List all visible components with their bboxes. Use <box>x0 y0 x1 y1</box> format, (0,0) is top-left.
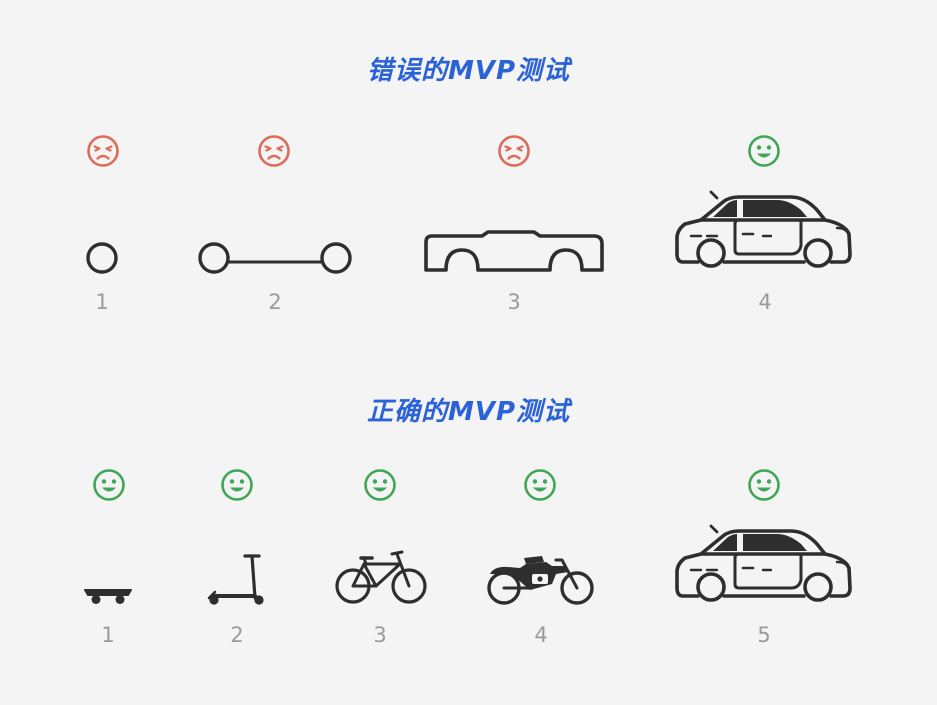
happy-face-icon <box>92 468 126 502</box>
happy-face-icon <box>747 468 781 502</box>
sad-face-icon <box>257 134 291 168</box>
right-mvp-title: 正确的MVP测试 <box>366 397 571 427</box>
step-label: 3 <box>373 623 387 647</box>
step-label: 4 <box>534 623 548 647</box>
axle-icon <box>196 240 356 276</box>
wheel-icon <box>84 240 120 276</box>
motorcycle-icon <box>486 550 596 606</box>
step-label: 3 <box>507 290 521 314</box>
happy-face-icon <box>523 468 557 502</box>
sad-face-icon <box>86 134 120 168</box>
happy-face-icon <box>747 134 781 168</box>
scooter-icon <box>205 554 271 606</box>
bicycle-icon <box>334 548 428 606</box>
skateboard-icon <box>82 584 134 606</box>
sad-face-icon <box>497 134 531 168</box>
car-icon <box>673 524 855 606</box>
step-label: 4 <box>758 290 772 314</box>
step-label: 2 <box>268 290 282 314</box>
step-label: 5 <box>757 623 771 647</box>
step-label: 1 <box>101 623 115 647</box>
car-chassis-icon <box>422 226 606 274</box>
happy-face-icon <box>363 468 397 502</box>
step-label: 2 <box>230 623 244 647</box>
wrong-mvp-title: 错误的MVP测试 <box>366 56 571 86</box>
step-label: 1 <box>95 290 109 314</box>
car-icon <box>673 190 855 272</box>
happy-face-icon <box>220 468 254 502</box>
